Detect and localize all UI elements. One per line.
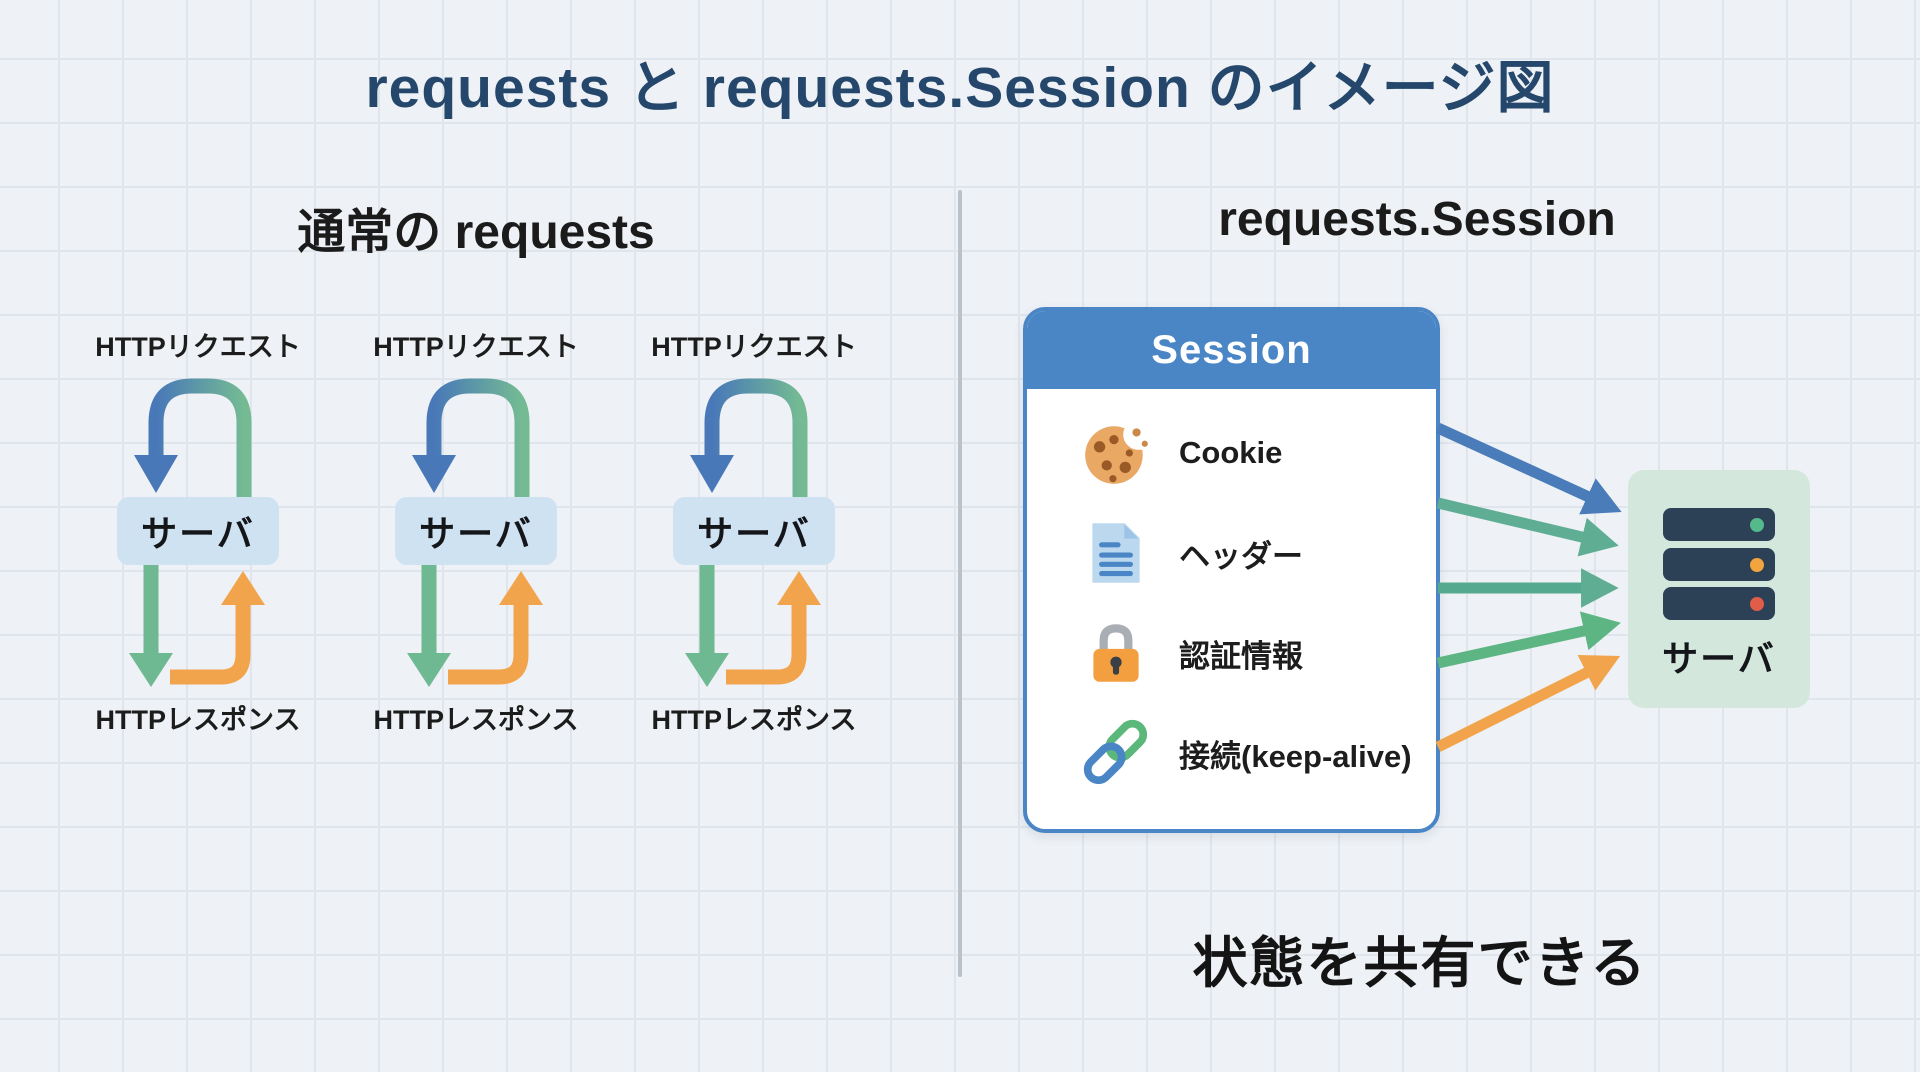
return-arrowhead [777, 571, 821, 605]
return-orange-arrow [448, 603, 529, 685]
section-divider [958, 190, 962, 977]
cookie-icon [1085, 419, 1153, 484]
shared-state-caption: 状態を共有できる [1192, 932, 1648, 994]
request-arch-arrow [426, 378, 530, 500]
session-item-label: ヘッダー [1179, 538, 1303, 574]
session-box: Session Cookie [1023, 307, 1440, 833]
list-item: Cookie [1079, 403, 1436, 503]
request-cycle-unit: HTTPリクエスト サーバ HTTPレスポンス [366, 325, 586, 760]
list-item: 認証情報 [1079, 603, 1436, 703]
return-arrowhead [499, 571, 543, 605]
server-card: サーバ [1628, 470, 1810, 708]
request-arch-arrow [704, 378, 808, 500]
return-arrowhead [221, 571, 265, 605]
session-item-label: 接続(keep-alive) [1179, 738, 1412, 774]
http-request-label: HTTPリクエスト [373, 332, 579, 362]
status-dot-green [1750, 518, 1764, 532]
http-response-label: HTTPレスポンス [651, 705, 857, 735]
server-rack-bar [1663, 508, 1775, 541]
request-cycle-unit: HTTPリクエスト サーバ HTTPレスポンス [644, 325, 864, 760]
return-orange-arrow [170, 603, 251, 685]
request-cycle-unit: HTTPリクエスト サーバ HTTPレスポンス [88, 325, 308, 760]
document-icon [1092, 523, 1140, 583]
response-arrowhead [685, 653, 729, 687]
request-response-arrows [407, 378, 543, 687]
session-item-list: Cookie ヘッダー [1027, 389, 1436, 803]
return-orange-arrow [726, 603, 807, 685]
http-request-label: HTTPリクエスト [95, 332, 301, 362]
request-arrowhead [134, 455, 178, 493]
page-title: requests と requests.Session のイメージ図 [365, 56, 1555, 120]
session-to-server-arrows [1435, 422, 1622, 752]
http-response-label: HTTPレスポンス [373, 705, 579, 735]
server-box: サーバ [395, 497, 557, 565]
right-section-heading: requests.Session [1218, 193, 1616, 246]
request-arrowhead [690, 455, 734, 493]
left-section-heading: 通常の requests [297, 206, 655, 259]
server-rack-bar [1663, 548, 1775, 581]
fan-arrow-teal [1436, 497, 1619, 557]
status-dot-red [1750, 597, 1764, 611]
fan-arrow-orange [1435, 655, 1621, 752]
http-response-label: HTTPレスポンス [95, 705, 301, 735]
session-item-label: Cookie [1179, 435, 1283, 470]
server-box: サーバ [673, 497, 835, 565]
request-response-arrows [129, 378, 265, 687]
response-arrowhead [129, 653, 173, 687]
fan-arrow-blue [1435, 422, 1622, 515]
link-icon [1083, 719, 1148, 785]
fan-arrow-green [1436, 611, 1621, 669]
response-arrowhead [407, 653, 451, 687]
request-arrowhead [412, 455, 456, 493]
lock-icon [1093, 624, 1139, 682]
list-item: ヘッダー [1079, 503, 1436, 603]
list-item: 接続(keep-alive) [1079, 703, 1436, 803]
request-response-arrows [685, 378, 821, 687]
request-arch-arrow [148, 378, 252, 500]
server-box: サーバ [117, 497, 279, 565]
server-rack-bar [1663, 587, 1775, 620]
session-item-label: 認証情報 [1179, 638, 1303, 674]
server-label: サーバ [1662, 638, 1776, 679]
session-box-header: Session [1027, 311, 1436, 389]
http-request-label: HTTPリクエスト [651, 332, 857, 362]
status-dot-orange [1750, 558, 1764, 572]
